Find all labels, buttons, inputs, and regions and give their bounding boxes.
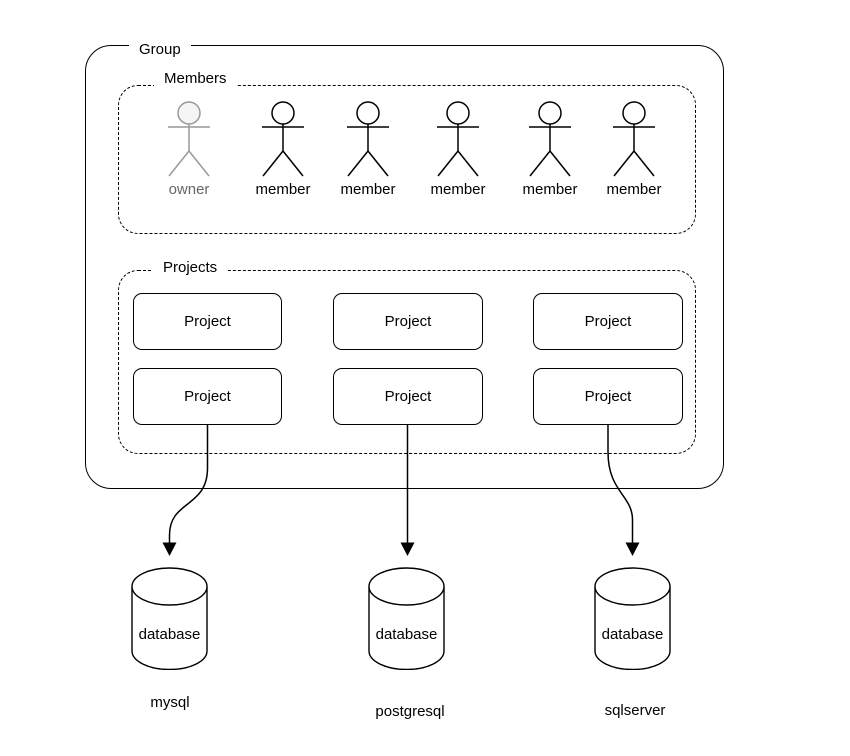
project-node: Project <box>133 293 282 350</box>
database-cylinder-icon: database <box>594 567 671 671</box>
project-node: Project <box>333 368 483 425</box>
arrowhead-icon <box>400 542 415 556</box>
project-node-label: Project <box>384 313 432 330</box>
member-person-icon <box>613 101 655 177</box>
actor-owner: owner <box>149 101 229 199</box>
database-cylinder-icon: database <box>368 567 445 671</box>
actor-role-label: member <box>255 181 311 198</box>
project-node-label: Project <box>584 313 632 330</box>
arrowhead-icon <box>625 542 640 556</box>
project-node-label: Project <box>384 388 432 405</box>
database-mysql: database <box>131 567 208 675</box>
arrowhead-icon <box>162 542 177 556</box>
members-label: Members <box>154 69 237 89</box>
actor-role-label: member <box>522 181 578 198</box>
actor-member: member <box>418 101 498 199</box>
database-name-sqlserver: sqlserver <box>604 702 666 719</box>
project-node: Project <box>133 368 282 425</box>
database-name-mysql: mysql <box>150 694 190 711</box>
projects-label: Projects <box>153 258 228 278</box>
members-container: Members <box>118 69 696 234</box>
projects-container: Projects <box>118 258 696 454</box>
actor-member: member <box>594 101 674 199</box>
project-node-label: Project <box>184 388 231 405</box>
member-person-icon <box>437 101 479 177</box>
database-name-postgresql: postgresql <box>375 703 445 720</box>
actor-member: member <box>243 101 323 199</box>
group-container: Group <box>85 40 724 489</box>
project-node-label: Project <box>184 313 231 330</box>
project-node: Project <box>333 293 483 350</box>
actor-role-label: member <box>606 181 662 198</box>
database-sqlserver: database <box>594 567 671 675</box>
database-postgresql: database <box>368 567 445 675</box>
member-person-icon <box>262 101 304 177</box>
database-label: database <box>376 626 438 643</box>
owner-person-icon <box>168 101 210 177</box>
database-label: database <box>602 626 664 643</box>
group-label: Group <box>129 40 191 60</box>
project-node: Project <box>533 293 683 350</box>
project-node: Project <box>533 368 683 425</box>
actor-role-label: owner <box>168 181 210 198</box>
actor-member: member <box>328 101 408 199</box>
actor-member: member <box>510 101 590 199</box>
actor-role-label: member <box>430 181 486 198</box>
database-label: database <box>139 626 201 643</box>
member-person-icon <box>529 101 571 177</box>
member-person-icon <box>347 101 389 177</box>
database-cylinder-icon: database <box>131 567 208 671</box>
actor-role-label: member <box>340 181 396 198</box>
project-node-label: Project <box>584 388 632 405</box>
